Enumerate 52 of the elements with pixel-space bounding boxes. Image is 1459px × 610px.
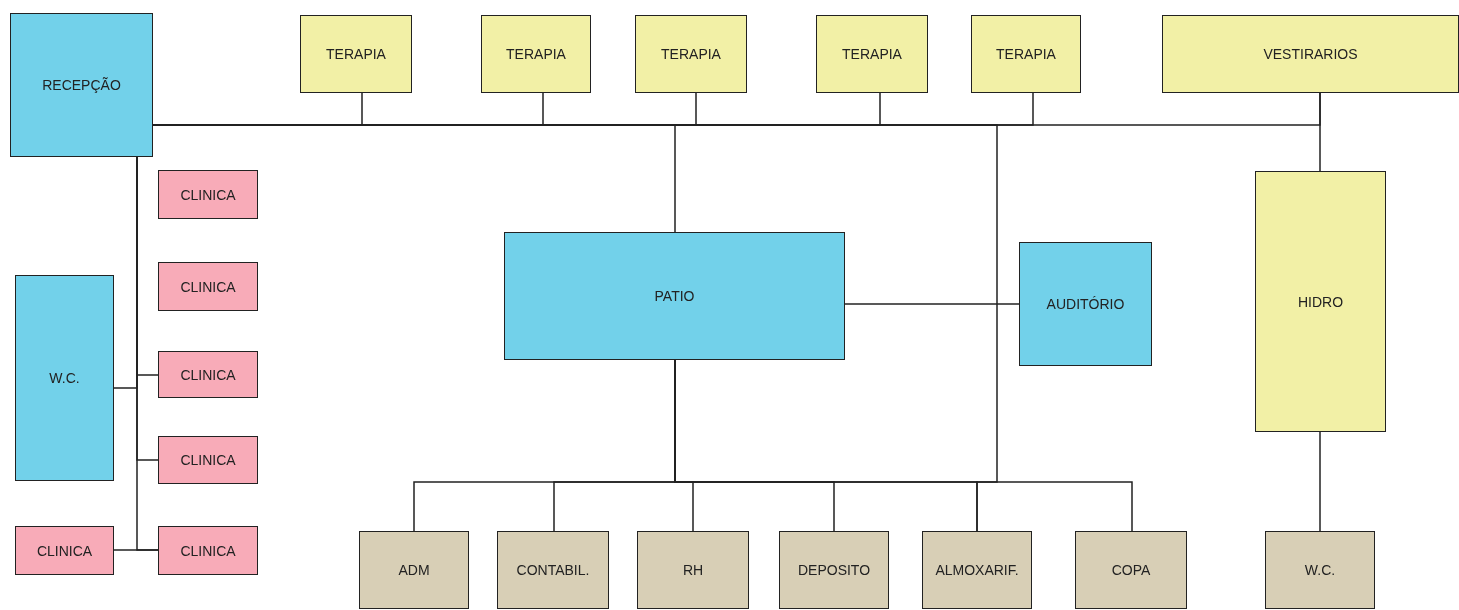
room-label: TERAPIA — [842, 46, 902, 62]
room-box — [10, 13, 153, 157]
room-label: CLINICA — [180, 186, 236, 203]
room-label: TERAPIA — [326, 46, 386, 62]
room-label: CLINICA — [36, 542, 93, 559]
room-label: CLINICA — [180, 366, 236, 383]
room-box — [1162, 15, 1459, 93]
room-label: W.C. — [49, 370, 80, 386]
room-label: DEPOSITO — [797, 562, 871, 578]
room-label: CLINICA — [180, 278, 236, 295]
room-box — [158, 526, 258, 575]
room-label: VESTIRARIOS — [1263, 46, 1358, 62]
room-box — [359, 531, 469, 609]
room-box — [1265, 531, 1375, 609]
room-box — [158, 436, 258, 484]
connector-line — [1319, 92, 1321, 172]
room-label: TERAPIA — [506, 46, 566, 62]
room-label: CLINICA — [180, 452, 236, 468]
connector-line — [844, 303, 1020, 305]
room-label: ADM — [398, 562, 430, 578]
room-box — [816, 15, 928, 93]
room-label: RECEPÇÃO — [42, 77, 121, 93]
room-box — [504, 232, 845, 360]
room-box — [1255, 171, 1386, 432]
room-box — [779, 531, 889, 609]
room-box — [637, 531, 749, 609]
room-box — [158, 262, 258, 311]
room-label: TERAPIA — [661, 46, 721, 62]
room-label: TERAPIA — [996, 46, 1056, 62]
room-box — [300, 15, 412, 93]
room-label: CONTABIL. — [516, 562, 590, 578]
room-box — [158, 351, 258, 398]
room-box — [922, 531, 1032, 609]
room-box — [1019, 242, 1152, 366]
room-label: ALMOXARIF. — [935, 562, 1019, 578]
room-label: CLINICA — [180, 542, 236, 559]
room-box — [971, 15, 1081, 93]
room-box — [497, 531, 609, 609]
connector-line — [113, 549, 159, 551]
room-label: AUDITÓRIO — [1046, 296, 1125, 312]
room-box — [481, 15, 591, 93]
room-box — [158, 170, 258, 219]
room-box — [1075, 531, 1187, 609]
room-box — [15, 526, 114, 575]
room-label: PATIO — [654, 288, 695, 304]
connector-line — [1319, 431, 1321, 532]
room-label: COPA — [1111, 562, 1151, 578]
room-box — [15, 275, 114, 481]
room-label: RH — [682, 562, 704, 578]
room-label: W.C. — [1304, 562, 1336, 578]
room-box — [635, 15, 747, 93]
room-label: HIDRO — [1297, 293, 1344, 310]
